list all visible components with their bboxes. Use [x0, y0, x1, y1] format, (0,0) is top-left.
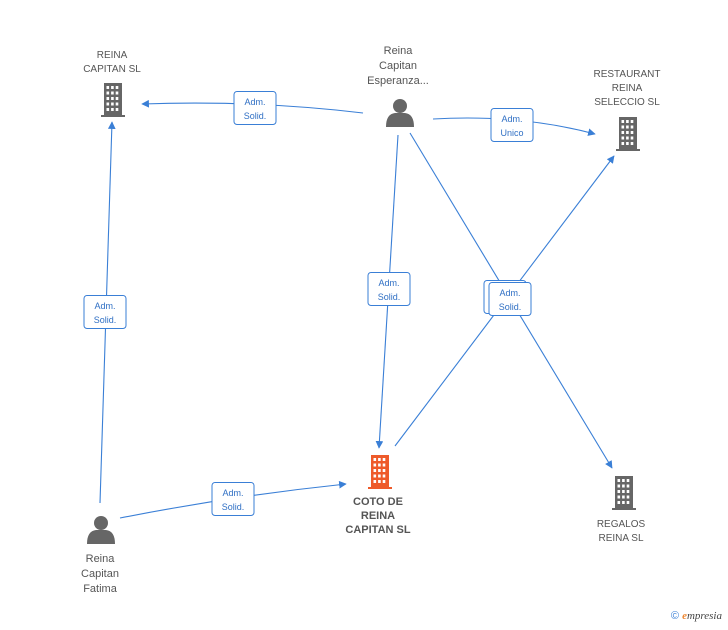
- node-label-line: Reina: [384, 45, 414, 57]
- node-label-line: COTO DE: [353, 496, 403, 508]
- role-badge-esperanza-to-restaurant[interactable]: Adm. Unico: [490, 108, 534, 142]
- building-icon: [612, 476, 636, 510]
- empresia-logo-e: e: [682, 610, 687, 622]
- role-badge-label: Adm.: [222, 488, 243, 498]
- role-badge-coto-to-restaurant[interactable]: Adm. Solid.: [488, 282, 532, 316]
- node-label-line: CAPITAN SL: [345, 524, 410, 536]
- role-badge-label: Solid.: [499, 302, 522, 312]
- role-badge-label: Adm.: [378, 278, 399, 288]
- role-badge-label: Solid.: [244, 111, 267, 121]
- node-label-line: Esperanza...: [367, 75, 429, 87]
- empresia-logo: empresia: [682, 610, 722, 622]
- node-label-line: Capitan: [379, 60, 417, 72]
- empresia-logo-rest: mpresia: [686, 610, 722, 622]
- role-badge-fatima-to-coto[interactable]: Adm. Solid.: [211, 482, 255, 516]
- node-reina-capitan-sl[interactable]: REINA CAPITAN SL: [83, 50, 141, 117]
- person-icon: [87, 516, 115, 544]
- role-badge-label: Solid.: [94, 315, 117, 325]
- node-label-line: REINA SL: [598, 533, 643, 544]
- role-badge-label: Adm.: [94, 301, 115, 311]
- building-icon: [101, 83, 125, 117]
- node-restaurant[interactable]: RESTAURANT REINA SELECCIO SL: [593, 69, 661, 151]
- building-icon: [368, 455, 392, 489]
- copyright-symbol: ©: [670, 610, 679, 622]
- node-coto[interactable]: COTO DE REINA CAPITAN SL: [345, 455, 411, 536]
- node-label-line: RESTAURANT: [593, 69, 660, 80]
- empresia-footer[interactable]: © empresia: [671, 610, 722, 622]
- node-label-line: REINA: [612, 83, 643, 94]
- node-label-line: SELECCIO SL: [594, 97, 660, 108]
- node-label-line: Capitan: [81, 568, 119, 580]
- role-badge-label: Adm.: [499, 288, 520, 298]
- node-label-line: REINA: [361, 510, 395, 522]
- role-badge-fatima-to-reina_capitan_sl[interactable]: Adm. Solid.: [83, 295, 127, 329]
- node-label-line: Fatima: [83, 583, 118, 595]
- role-badge-label: Unico: [500, 128, 523, 138]
- node-label-line: Reina: [86, 553, 116, 565]
- building-icon: [616, 117, 640, 151]
- role-badge-esperanza-to-reina_capitan_sl[interactable]: Adm. Solid.: [233, 91, 277, 125]
- role-badge-label: Adm.: [501, 114, 522, 124]
- node-label-line: REINA: [97, 50, 128, 61]
- node-regalos[interactable]: REGALOS REINA SL: [597, 476, 646, 544]
- role-badge-label: Solid.: [378, 292, 401, 302]
- node-label-line: CAPITAN SL: [83, 64, 141, 75]
- badges-layer: Adm.Solid.Adm.UnicoAdm.Solid.Adm.Solid.A…: [83, 91, 534, 516]
- role-badge-esperanza-to-coto[interactable]: Adm. Solid.: [367, 272, 411, 306]
- role-badge-label: Solid.: [222, 502, 245, 512]
- person-icon: [386, 99, 414, 127]
- node-esperanza[interactable]: ReinaCapitanEsperanza...: [367, 45, 429, 127]
- edges-layer: [99, 99, 615, 519]
- role-badge-label: Adm.: [244, 97, 265, 107]
- node-label-line: REGALOS: [597, 519, 646, 530]
